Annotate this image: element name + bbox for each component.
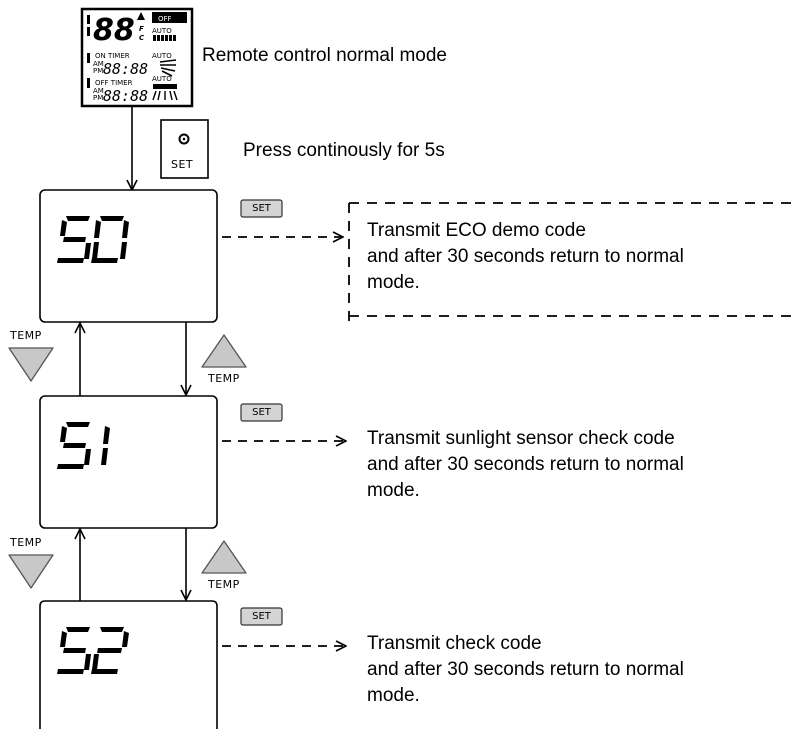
- seg-code-52: [57, 627, 129, 674]
- temp-label: TEMP: [10, 536, 42, 549]
- remote-lcd: 88 F C OFF AUTO AUTO AUTO ON TIMER AM PM…: [80, 7, 194, 108]
- svg-text:OFF TIMER: OFF TIMER: [95, 79, 133, 87]
- svg-text:AUTO: AUTO: [152, 27, 172, 35]
- set-badge-icon: [240, 199, 283, 218]
- set-badge-label: SET: [252, 203, 271, 214]
- eco-callout-box: [348, 202, 799, 323]
- remote-mode-caption: Remote control normal mode: [202, 45, 447, 66]
- svg-text:AM: AM: [93, 60, 104, 68]
- temp-up-icon: [201, 334, 247, 368]
- swing-icon: [159, 59, 177, 77]
- svg-text:88:88: 88:88: [103, 60, 148, 78]
- temp-label: TEMP: [208, 578, 240, 591]
- svg-text:AM: AM: [93, 87, 104, 95]
- temp-down-icon: [8, 347, 54, 382]
- louver-icon: [153, 84, 177, 89]
- set-instruction: Press continously for 5s: [243, 140, 445, 161]
- temp-label: TEMP: [208, 372, 240, 385]
- svg-text:C: C: [139, 34, 145, 42]
- mode-description-50: Transmit ECO demo code and after 30 seco…: [367, 220, 684, 293]
- airflow-icon: [152, 90, 178, 101]
- set-badge-icon: [240, 607, 283, 626]
- svg-text:OFF: OFF: [158, 15, 172, 23]
- svg-text:88:88: 88:88: [103, 87, 148, 105]
- seg-code-50: [57, 216, 129, 263]
- temp-down-icon: [8, 554, 54, 589]
- display-box-51: [39, 395, 218, 529]
- svg-text:F: F: [139, 25, 144, 33]
- svg-text:88: 88: [93, 13, 135, 48]
- set-badge-label: SET: [252, 407, 271, 418]
- svg-text:AUTO: AUTO: [152, 75, 172, 83]
- svg-text:PM: PM: [93, 94, 103, 102]
- display-box-50: [39, 189, 218, 323]
- set-key-label: SET: [171, 158, 194, 171]
- mode-description-52: Transmit check code and after 30 seconds…: [367, 633, 684, 706]
- set-badge-icon: [240, 403, 283, 422]
- seg-code-51: [57, 422, 110, 469]
- svg-text:AUTO: AUTO: [152, 52, 172, 60]
- temp-label: TEMP: [10, 329, 42, 342]
- set-badge-label: SET: [252, 611, 271, 622]
- display-box-52: [39, 600, 218, 729]
- svg-text:PM: PM: [93, 67, 103, 75]
- set-key: [160, 119, 209, 179]
- mode-description-51: Transmit sunlight sensor check code and …: [367, 428, 684, 501]
- svg-text:ON TIMER: ON TIMER: [95, 52, 130, 60]
- lcd-up-indicator-icon: [137, 12, 145, 20]
- temp-up-icon: [201, 540, 247, 574]
- lcd-temp-digits: 88: [93, 13, 135, 48]
